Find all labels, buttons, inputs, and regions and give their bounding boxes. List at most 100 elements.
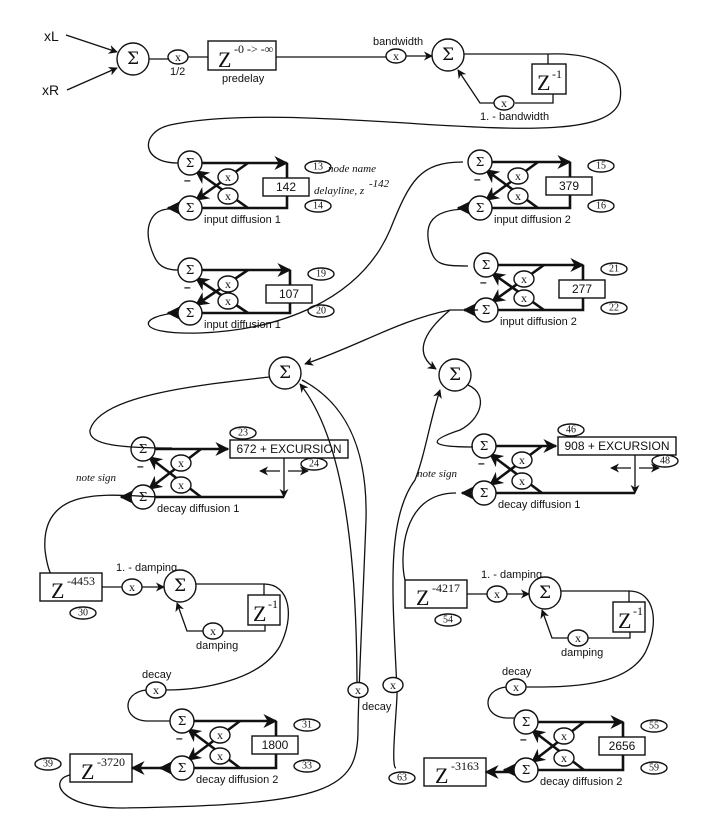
node-tag	[69, 606, 97, 620]
sum-icon: Σ	[279, 363, 291, 383]
z-symbol: Z	[537, 70, 550, 95]
diffuser-delay-value: 142	[276, 180, 296, 194]
sum-icon: Σ	[186, 201, 194, 215]
sum-icon: Σ	[480, 439, 488, 453]
sum-icon: Σ	[480, 486, 488, 500]
diffuser-coefficient-multiplier	[170, 476, 192, 494]
input-right-wire	[66, 67, 118, 91]
wire	[175, 602, 203, 632]
z-symbol: Z	[51, 578, 64, 603]
z-symbol: Z	[81, 759, 94, 784]
wire	[561, 590, 630, 602]
wire	[59, 379, 367, 809]
multiply-icon: x	[225, 277, 231, 291]
diffuser-label: decay diffusion 1	[157, 503, 239, 515]
multiply-icon: x	[393, 49, 399, 63]
unit-delay-exponent: -1	[268, 597, 278, 611]
sum-icon: Σ	[139, 442, 147, 456]
z-symbol: Z	[218, 47, 231, 72]
diffuser-delay-box	[262, 177, 310, 197]
diffuser-coefficient-multiplier	[217, 168, 239, 186]
diffuser-delay-value: 908 + EXCURSION	[564, 439, 669, 453]
diffuser-label: input diffusion 2	[500, 316, 577, 328]
node-tag-top	[304, 160, 332, 174]
diffuser-feedback-wire	[147, 455, 202, 499]
damping-label: damping	[561, 647, 603, 659]
multiply-icon: x	[210, 624, 216, 638]
note-sign-label: note sign	[76, 472, 117, 484]
diffuser-label: decay diffusion 2	[540, 776, 622, 788]
sum-icon: Σ	[522, 715, 530, 729]
decay-label: decay	[142, 669, 172, 681]
negative-sign: –	[474, 172, 481, 186]
node-tag-bottom-text: 16	[596, 201, 606, 212]
node-tag-bottom	[300, 457, 328, 471]
tank-delay-b-box	[423, 757, 487, 787]
wire	[540, 609, 568, 639]
diffuser-delay-box	[558, 279, 606, 299]
multiply-icon: x	[519, 453, 525, 467]
tank-delay-a-box-exponent: -4217	[432, 581, 460, 595]
diffuser-label: decay diffusion 2	[196, 774, 278, 786]
multiply-icon: x	[519, 474, 525, 488]
diffuser-coefficient-multiplier	[553, 749, 575, 767]
wire	[588, 632, 631, 639]
damping-label: damping	[196, 640, 238, 652]
diffuser-coefficient-multiplier	[209, 747, 231, 765]
bandwidth-unit-delay-box	[531, 63, 567, 95]
sum-icon: Σ	[522, 763, 530, 777]
diffuser-top-sum-node	[471, 433, 497, 459]
diffuser-delay-value: 277	[572, 282, 592, 296]
input-left-label: xL	[44, 28, 59, 44]
multiply-icon: x	[153, 683, 159, 697]
wire	[436, 384, 481, 448]
bandwidth-sum-node	[431, 38, 465, 72]
multiply-icon: x	[217, 728, 223, 742]
decay-to-diffuser-wire	[127, 689, 170, 722]
unit-delay-exponent: -1	[552, 67, 562, 81]
node-tag-bottom	[651, 454, 679, 468]
damping-unit-delay-box	[247, 594, 281, 626]
sum-icon: Σ	[442, 45, 454, 65]
legend-annotations: node name delayline, z -142	[314, 163, 390, 197]
one-minus-bandwidth-label: 1. - bandwidth	[480, 111, 549, 123]
multiply-icon: x	[355, 683, 361, 697]
node-tag-top	[640, 719, 668, 733]
node-tag-bottom	[600, 301, 628, 315]
sum-icon: Σ	[178, 714, 186, 728]
input-left-wire	[65, 34, 118, 54]
wire	[422, 309, 451, 370]
negative-sign: –	[478, 456, 485, 470]
diffuser-top-sum-node	[130, 436, 156, 462]
multiply-icon: x	[217, 749, 223, 763]
sum-icon: Σ	[186, 263, 194, 277]
node-tag-top-text: 46	[566, 425, 576, 436]
tank-delay-b-box-exponent: -3163	[451, 759, 479, 773]
node-tag-top	[557, 423, 585, 437]
input-stage: xL xR Σ x 1/2 Z -0 -> -∞ predelay x band…	[42, 28, 622, 164]
node-tag-top	[293, 718, 321, 732]
sum-icon: Σ	[174, 576, 186, 596]
diffuser-delay-box	[545, 176, 593, 196]
diffuser-feedback-wire	[530, 728, 585, 772]
predelay-box	[207, 40, 277, 71]
diffuser-delay-value: 107	[279, 287, 299, 301]
diffuser-excursion-delay-box	[229, 439, 349, 459]
multiply-icon: x	[225, 189, 231, 203]
diffuser-top-sum-node	[467, 149, 493, 175]
damping-to-decay-wire	[165, 583, 289, 691]
node-tag-bottom	[293, 759, 321, 773]
node-tag-bottom	[307, 304, 335, 318]
wire	[299, 383, 358, 691]
wire	[147, 161, 464, 334]
multiply-icon: x	[513, 680, 519, 694]
multiply-icon: x	[225, 170, 231, 184]
node-tag-top-text: 15	[596, 161, 606, 172]
node-tag-bottom-text: 59	[649, 763, 659, 774]
diffuser-coefficient-multiplier	[507, 187, 529, 205]
wire	[392, 389, 442, 769]
node-tag-top-text: 21	[609, 264, 619, 275]
